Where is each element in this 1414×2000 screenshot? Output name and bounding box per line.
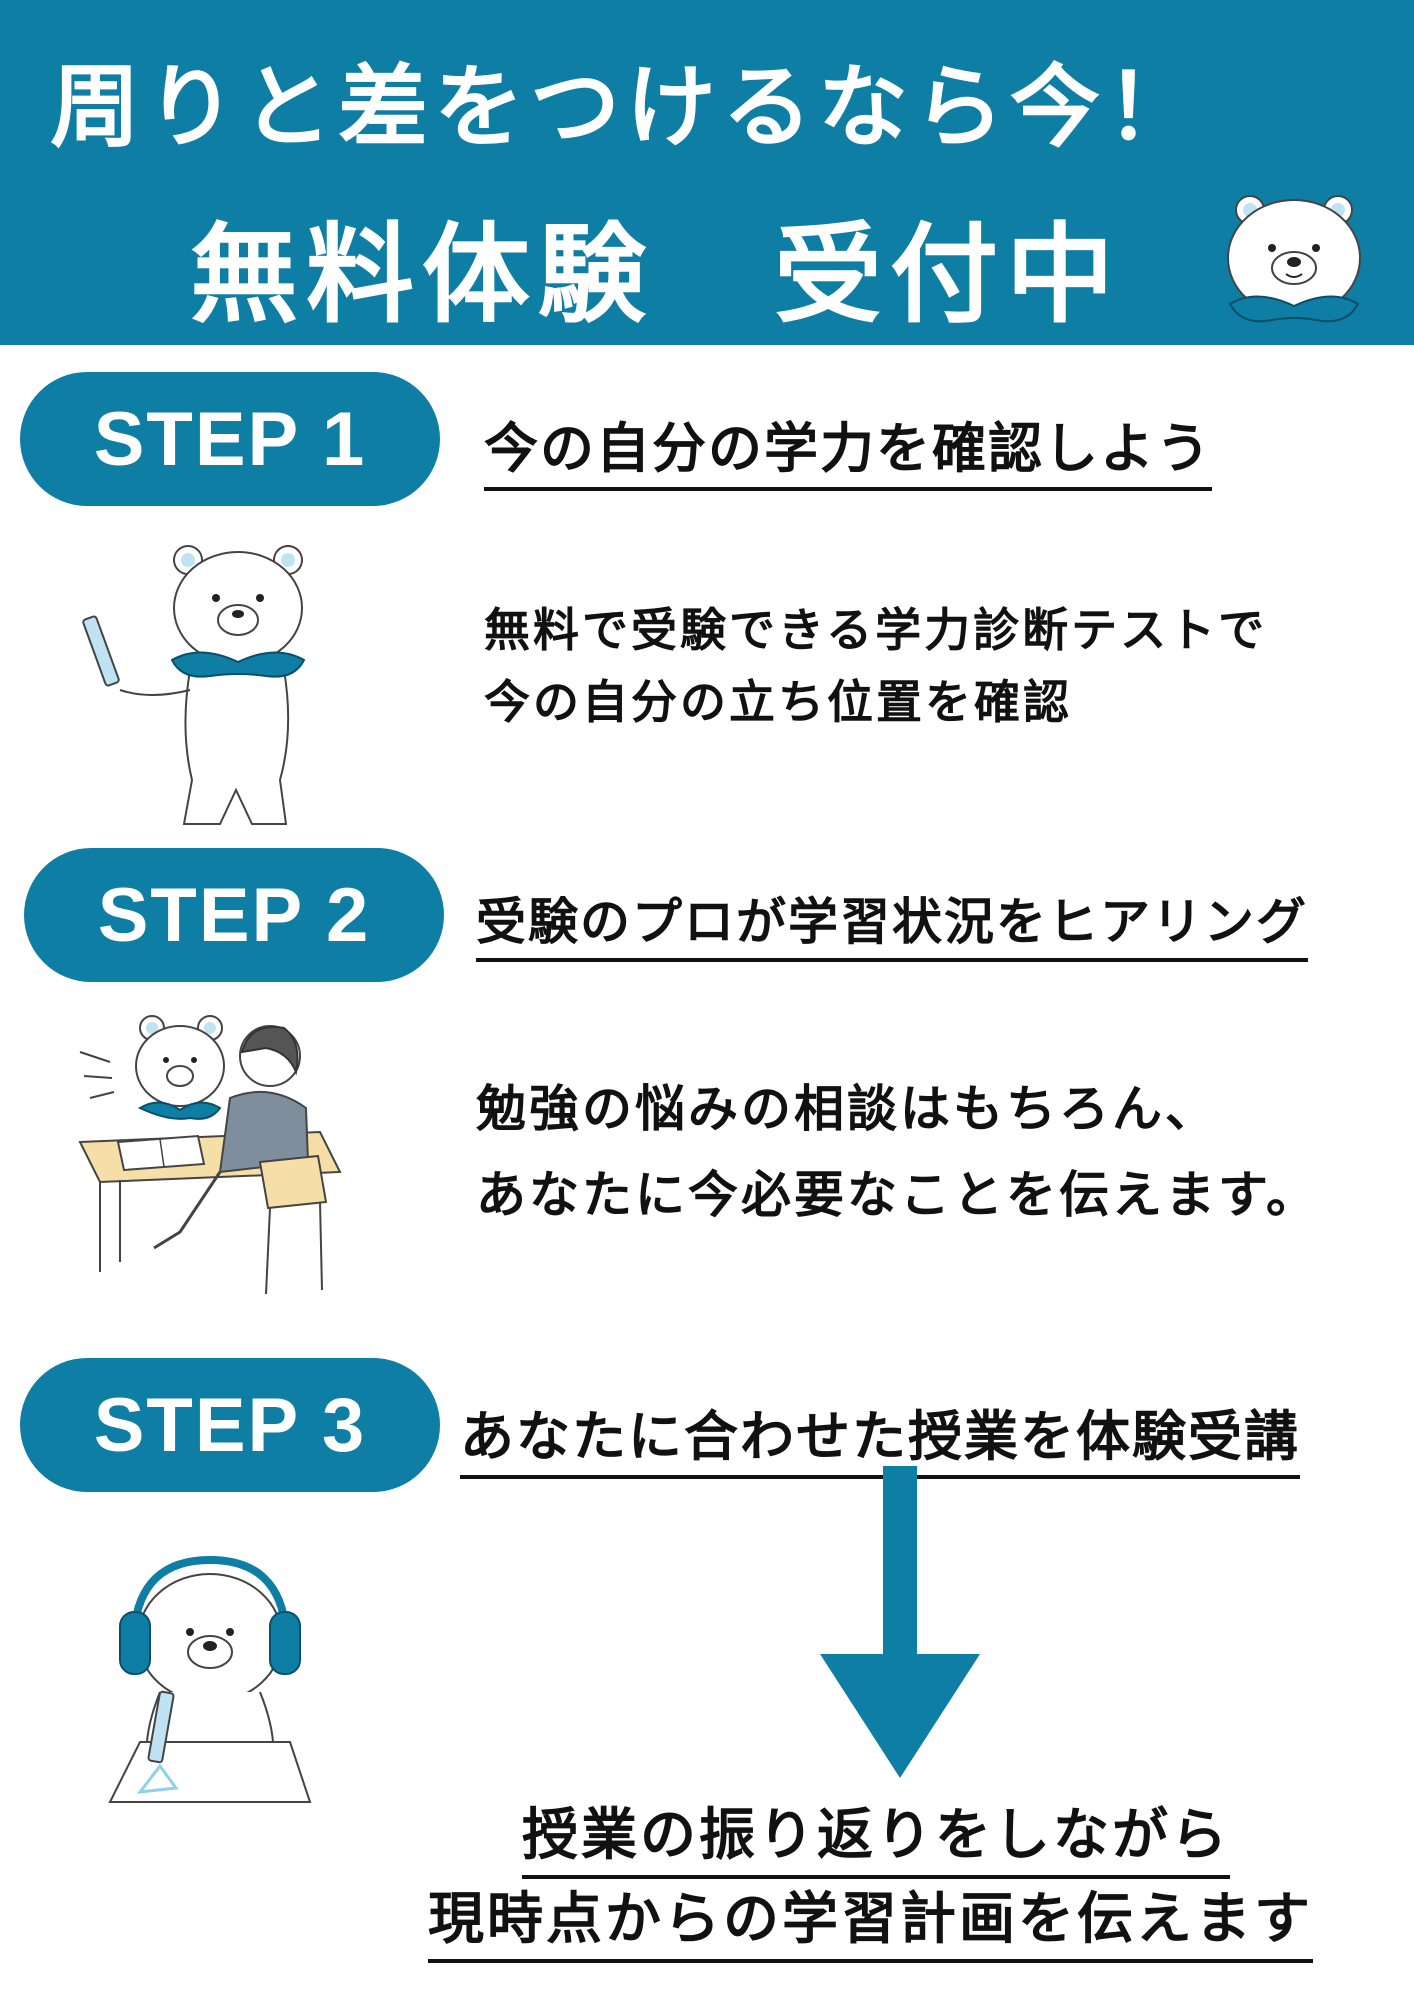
step-1-desc-line: 無料で受験できる学力診断テストで [484, 603, 1268, 657]
step-3-badge: STEP 3 [20, 1358, 440, 1492]
result-line-1: 授業の振り返りをしながら [522, 1790, 1230, 1879]
step-1-badge: STEP 1 [20, 372, 440, 506]
bear-counselor-with-student-icon [78, 1015, 342, 1295]
header-headline: 周りと差をつけるなら今！ [50, 55, 1202, 160]
step-2-desc-line: あなたに今必要なことを伝えます。 [476, 1166, 1319, 1224]
down-arrow-icon [820, 1466, 980, 1778]
polar-bear-mascot-icon [1227, 195, 1361, 323]
result-line-2: 現時点からの学習計画を伝えます [428, 1874, 1313, 1963]
header-banner: 周りと差をつけるなら今！ 無料体験受付中 [0, 0, 1414, 345]
accepting-text: 受付中 [774, 213, 1123, 338]
step-2-title: 受験のプロが学習状況をヒアリング [476, 882, 1308, 962]
step-1-desc-line: 今の自分の立ち位置を確認 [484, 675, 1072, 729]
bear-with-pencil-icon [82, 545, 306, 825]
step-1-title: 今の自分の学力を確認しよう [484, 404, 1212, 491]
step-2-badge: STEP 2 [24, 848, 444, 982]
step-1-description: 無料で受験できる学力診断テストで 今の自分の立ち位置を確認 [484, 594, 1267, 738]
free-trial-text: 無料体験 [190, 213, 655, 338]
step-2-desc-line: 勉強の悩みの相談はもちろん、 [476, 1080, 1218, 1138]
step-2-description: 勉強の悩みの相談はもちろん、 あなたに今必要なことを伝えます。 [476, 1066, 1319, 1238]
step-3-title: あなたに合わせた授業を体験受講 [460, 1392, 1300, 1479]
header-subheadline: 無料体験受付中 [190, 188, 1190, 344]
bear-with-headphones-studying-icon [108, 1555, 312, 1803]
